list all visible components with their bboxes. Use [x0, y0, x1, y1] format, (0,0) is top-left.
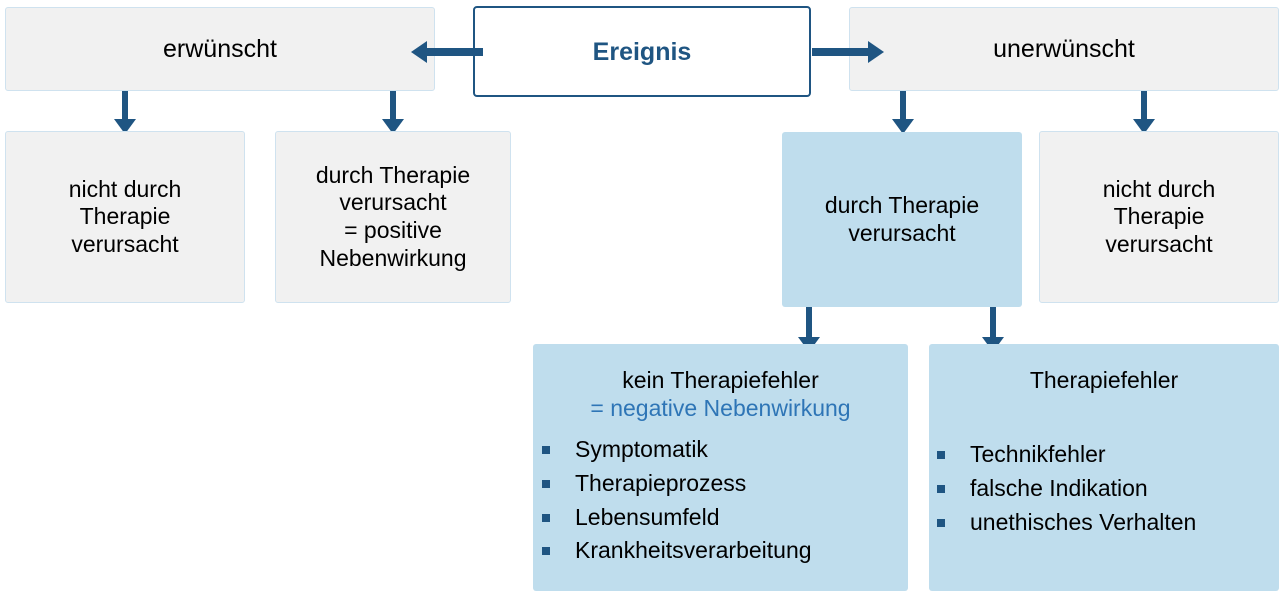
node-therapiefehler-title: Therapiefehler	[1029, 367, 1179, 393]
bullet-square-icon	[937, 484, 945, 493]
list-item-label: Technikfehler	[970, 441, 1106, 468]
node-line: durch Therapie	[824, 191, 980, 218]
node-right-not-therapy-caused[interactable]: nicht durch Therapie verursacht	[1039, 131, 1279, 303]
node-line: nicht durch	[1102, 175, 1216, 202]
node-kein-therapiefehler-subtitle: = negative Nebenwirkung	[590, 395, 851, 422]
list-item: Lebensumfeld	[542, 501, 812, 535]
list-item: falsche Indikation	[937, 472, 1196, 506]
list-item-label: Lebensumfeld	[575, 503, 720, 530]
bullet-square-icon	[542, 479, 550, 488]
node-line: nicht durch	[68, 175, 182, 202]
node-therapiefehler[interactable]: Therapiefehler Technikfehler falsche Ind…	[929, 344, 1279, 591]
node-line: Therapie	[1113, 203, 1205, 230]
node-unerwuenscht-label: unerwünscht	[993, 35, 1135, 63]
bullet-square-icon	[542, 513, 550, 522]
list-item-label: unethisches Verhalten	[970, 508, 1197, 535]
bullet-square-icon	[937, 451, 945, 460]
therapiefehler-list: Technikfehler falsche Indikation unethis…	[937, 438, 1196, 539]
list-item: Krankheitsverarbeitung	[542, 534, 812, 568]
list-item-label: falsche Indikation	[970, 474, 1148, 501]
node-line: verursacht	[339, 189, 447, 216]
node-left-positive-side-effect[interactable]: durch Therapie verursacht = positive Neb…	[275, 131, 511, 303]
bullet-square-icon	[542, 446, 550, 455]
node-kein-therapiefehler-title: kein Therapiefehler	[622, 367, 819, 393]
list-item: unethisches Verhalten	[937, 506, 1196, 540]
node-kein-therapiefehler[interactable]: kein Therapiefehler = negative Nebenwirk…	[533, 344, 908, 591]
node-right-therapy-caused[interactable]: durch Therapie verursacht	[782, 132, 1022, 307]
node-ereignis[interactable]: Ereignis	[473, 6, 811, 97]
list-item-label: Therapieprozess	[575, 469, 747, 496]
node-line: durch Therapie	[315, 161, 471, 188]
node-left-not-therapy-caused[interactable]: nicht durch Therapie verursacht	[5, 131, 245, 303]
node-line: verursacht	[71, 230, 179, 257]
node-line: = positive	[344, 217, 442, 243]
list-item-label: Krankheitsverarbeitung	[575, 537, 812, 564]
bullet-square-icon	[542, 547, 550, 556]
list-item: Symptomatik	[542, 433, 812, 467]
node-line: verursacht	[848, 219, 956, 246]
kein-therapiefehler-list: Symptomatik Therapieprozess Lebensumfeld…	[542, 433, 812, 568]
list-item: Technikfehler	[937, 438, 1196, 472]
list-item: Therapieprozess	[542, 467, 812, 501]
node-line: Nebenwirkung	[319, 244, 467, 271]
node-line: Therapie	[79, 203, 171, 230]
node-line: verursacht	[1105, 230, 1213, 257]
list-item-label: Symptomatik	[575, 436, 708, 463]
node-ereignis-label: Ereignis	[592, 37, 692, 66]
node-unerwuenscht[interactable]: unerwünscht	[849, 7, 1279, 91]
node-erwuenscht-label: erwünscht	[163, 35, 277, 63]
bullet-square-icon	[937, 518, 945, 527]
node-erwuenscht[interactable]: erwünscht	[5, 7, 435, 91]
